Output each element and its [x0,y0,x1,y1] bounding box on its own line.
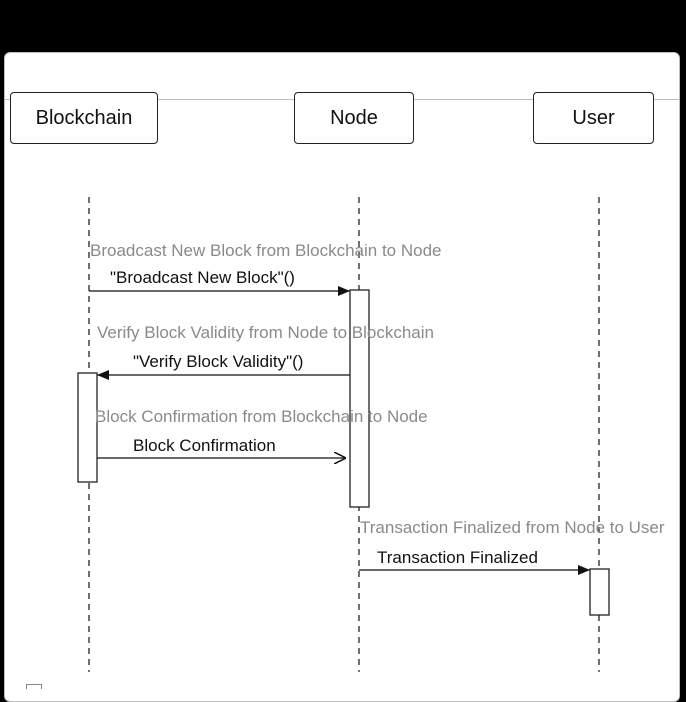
message-4-annotation: Transaction Finalized from Node to User [360,518,665,537]
participant-blockchain[interactable]: Blockchain [10,92,158,144]
activation-blockchain [77,372,98,483]
participant-user[interactable]: User [533,92,654,144]
message-2-label: "Verify Block Validity"() [133,352,303,371]
activation-node [349,289,370,508]
sequence-diagram: Broadcast New Block from Blockchain to N… [77,197,665,672]
participant-node-label: Node [330,106,378,129]
checkbox-icon [26,684,42,689]
message-1-annotation: Broadcast New Block from Blockchain to N… [90,241,442,260]
message-2-annotation: Verify Block Validity from Node to Block… [97,323,434,342]
diagram-canvas [4,52,680,702]
message-3-annotation: Block Confirmation from Blockchain to No… [95,407,428,426]
activation-user [589,568,610,616]
message-1-label: "Broadcast New Block"() [110,268,295,287]
participant-user-label: User [572,106,615,129]
participant-node[interactable]: Node [294,92,414,144]
message-3-label: Block Confirmation [133,436,276,455]
message-4-label: Transaction Finalized [377,548,538,567]
participant-blockchain-label: Blockchain [35,106,133,129]
